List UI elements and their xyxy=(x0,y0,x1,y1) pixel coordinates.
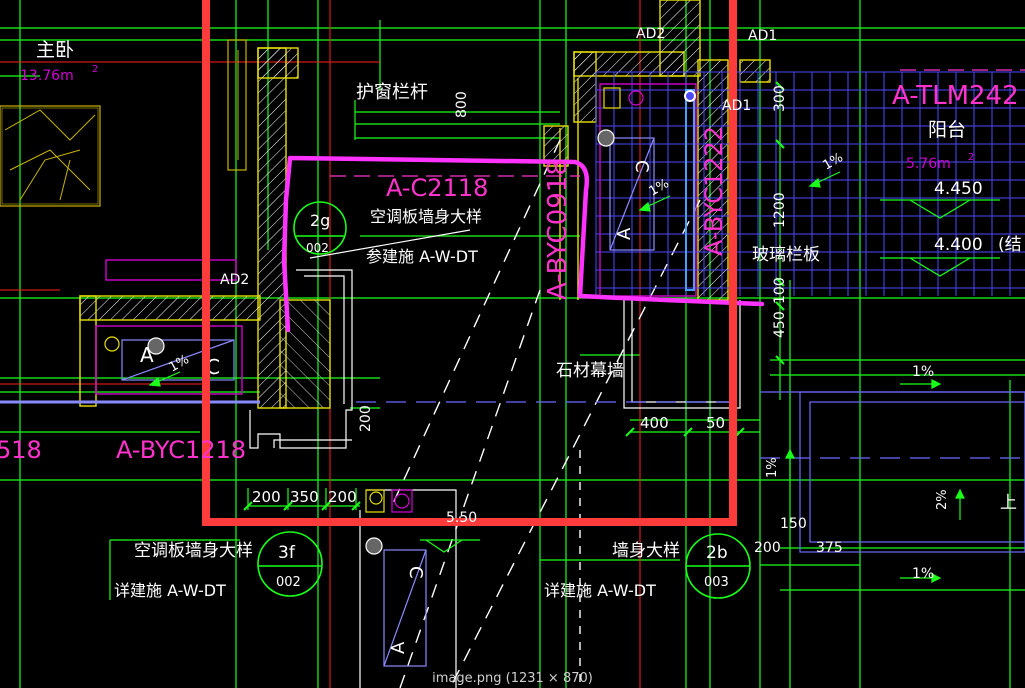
label-tag-ad1-top: AD1 xyxy=(748,28,777,44)
label-glass-rail: 玻璃栏板 xyxy=(752,245,820,265)
label-dim-200-a: 200 xyxy=(252,488,281,506)
label-detail-3f-num: 3f xyxy=(278,543,296,563)
label-detail-2g-num: 2g xyxy=(310,211,330,230)
ac-unit-left: A C xyxy=(104,336,235,381)
label-partial: 5.50 xyxy=(446,510,477,526)
label-see-sheet-3: 详建施 A-W-DT xyxy=(544,581,656,600)
svg-text:C: C xyxy=(631,160,652,173)
hatched-walls xyxy=(79,0,771,409)
label-dim-1200: 1200 xyxy=(772,192,788,228)
label-slope-2pct: 2% xyxy=(935,489,950,510)
blue-lines xyxy=(0,69,1025,553)
label-dim-300: 300 xyxy=(772,85,788,112)
ac-unit-right: A C xyxy=(597,87,655,251)
label-area-sup: 2 xyxy=(92,64,98,75)
ac-unit-bottom: A C xyxy=(365,489,427,667)
label-master-bedroom: 主卧 xyxy=(36,39,74,61)
label-dim-800: 800 xyxy=(454,91,470,118)
label-window-c2118: A-C2118 xyxy=(386,174,488,202)
balcony-tile-grid xyxy=(595,71,1025,296)
label-detail-3f-sheet: 002 xyxy=(276,575,301,590)
label-slope-a: 1% xyxy=(167,352,192,375)
label-tag-ad1-right: AD1 xyxy=(722,98,751,114)
svg-text:A: A xyxy=(614,227,635,240)
label-dim-200-b: 200 xyxy=(328,488,357,506)
label-wall-detail: 墙身大样 xyxy=(612,541,680,561)
label-ac-board-detail-1: 空调板墙身大样 xyxy=(370,207,482,226)
label-see-sheet-1: 参建施 A-W-DT xyxy=(366,247,478,266)
label-master-bedroom-area: 13.76m xyxy=(20,68,74,84)
label-tag-ad2-left: AD2 xyxy=(220,272,249,288)
label-detail-2g-sheet: 002 xyxy=(306,241,329,255)
svg-text:A: A xyxy=(388,641,409,654)
label-dim-450: 450 xyxy=(772,311,788,338)
label-dim-375: 375 xyxy=(816,540,843,556)
label-dim-200-v: 200 xyxy=(358,405,374,432)
label-slope-d: 1% xyxy=(912,364,934,380)
label-partial-right: 上 xyxy=(1000,493,1017,513)
slope-arrows xyxy=(148,171,965,583)
label-dim-150: 150 xyxy=(780,516,807,532)
label-slope-c: 1% xyxy=(821,150,846,173)
label-see-sheet-2: 详建施 A-W-DT xyxy=(114,581,226,600)
label-tlm: A-TLM242 xyxy=(892,81,1019,111)
label-balcony: 阳台 xyxy=(928,119,966,141)
label-tag-ad2-top: AD2 xyxy=(636,26,665,42)
label-dim-200-c: 200 xyxy=(754,540,781,556)
label-elev-4450: 4.450 xyxy=(934,179,983,199)
dimension-ticks xyxy=(243,81,785,511)
label-area-sup-2: 2 xyxy=(968,152,974,163)
label-dim-100: 100 xyxy=(772,277,788,304)
label-dim-350: 350 xyxy=(290,488,319,506)
label-ac-board-detail-2: 空调板墙身大样 xyxy=(134,541,253,561)
label-detail-2b-num: 2b xyxy=(706,543,728,563)
detail-callouts xyxy=(257,201,751,599)
elevation-markers xyxy=(420,199,1000,553)
magenta-outlines xyxy=(95,83,697,395)
label-left-cut-num: 518 xyxy=(0,436,42,464)
label-byc-vertical-1: A-BYC0918 xyxy=(543,159,573,300)
label-detail-2b-sheet: 003 xyxy=(704,575,729,590)
text-labels: 主卧 13.76m 2 护窗栏杆 800 AD2 AD1 AD1 AD2 A-T… xyxy=(0,26,1022,600)
label-byc-1218: A-BYC1218 xyxy=(116,436,246,464)
label-elev-note: (结 xyxy=(998,235,1022,255)
railing-bars xyxy=(684,89,696,291)
master-bedroom-area xyxy=(0,39,247,207)
label-slope-e: 1% xyxy=(912,566,934,582)
label-balcony-area: 5.76m xyxy=(906,156,951,172)
label-elev-4400: 4.400 xyxy=(934,235,983,255)
svg-text:C: C xyxy=(405,566,426,579)
label-byc-vertical-2: A-BYC1222 xyxy=(700,126,728,256)
annotation-magenta-outline xyxy=(281,155,765,333)
label-window-rail: 护窗栏杆 xyxy=(356,82,428,103)
label-slope-vertical: 1% xyxy=(765,457,780,478)
annotation-red-highlight-box xyxy=(202,0,737,526)
dashed-guides xyxy=(389,139,701,688)
label-stone-veneer: 石材幕墙 xyxy=(556,361,624,381)
label-dim-50: 50 xyxy=(706,414,725,432)
label-dim-400: 400 xyxy=(640,414,669,432)
